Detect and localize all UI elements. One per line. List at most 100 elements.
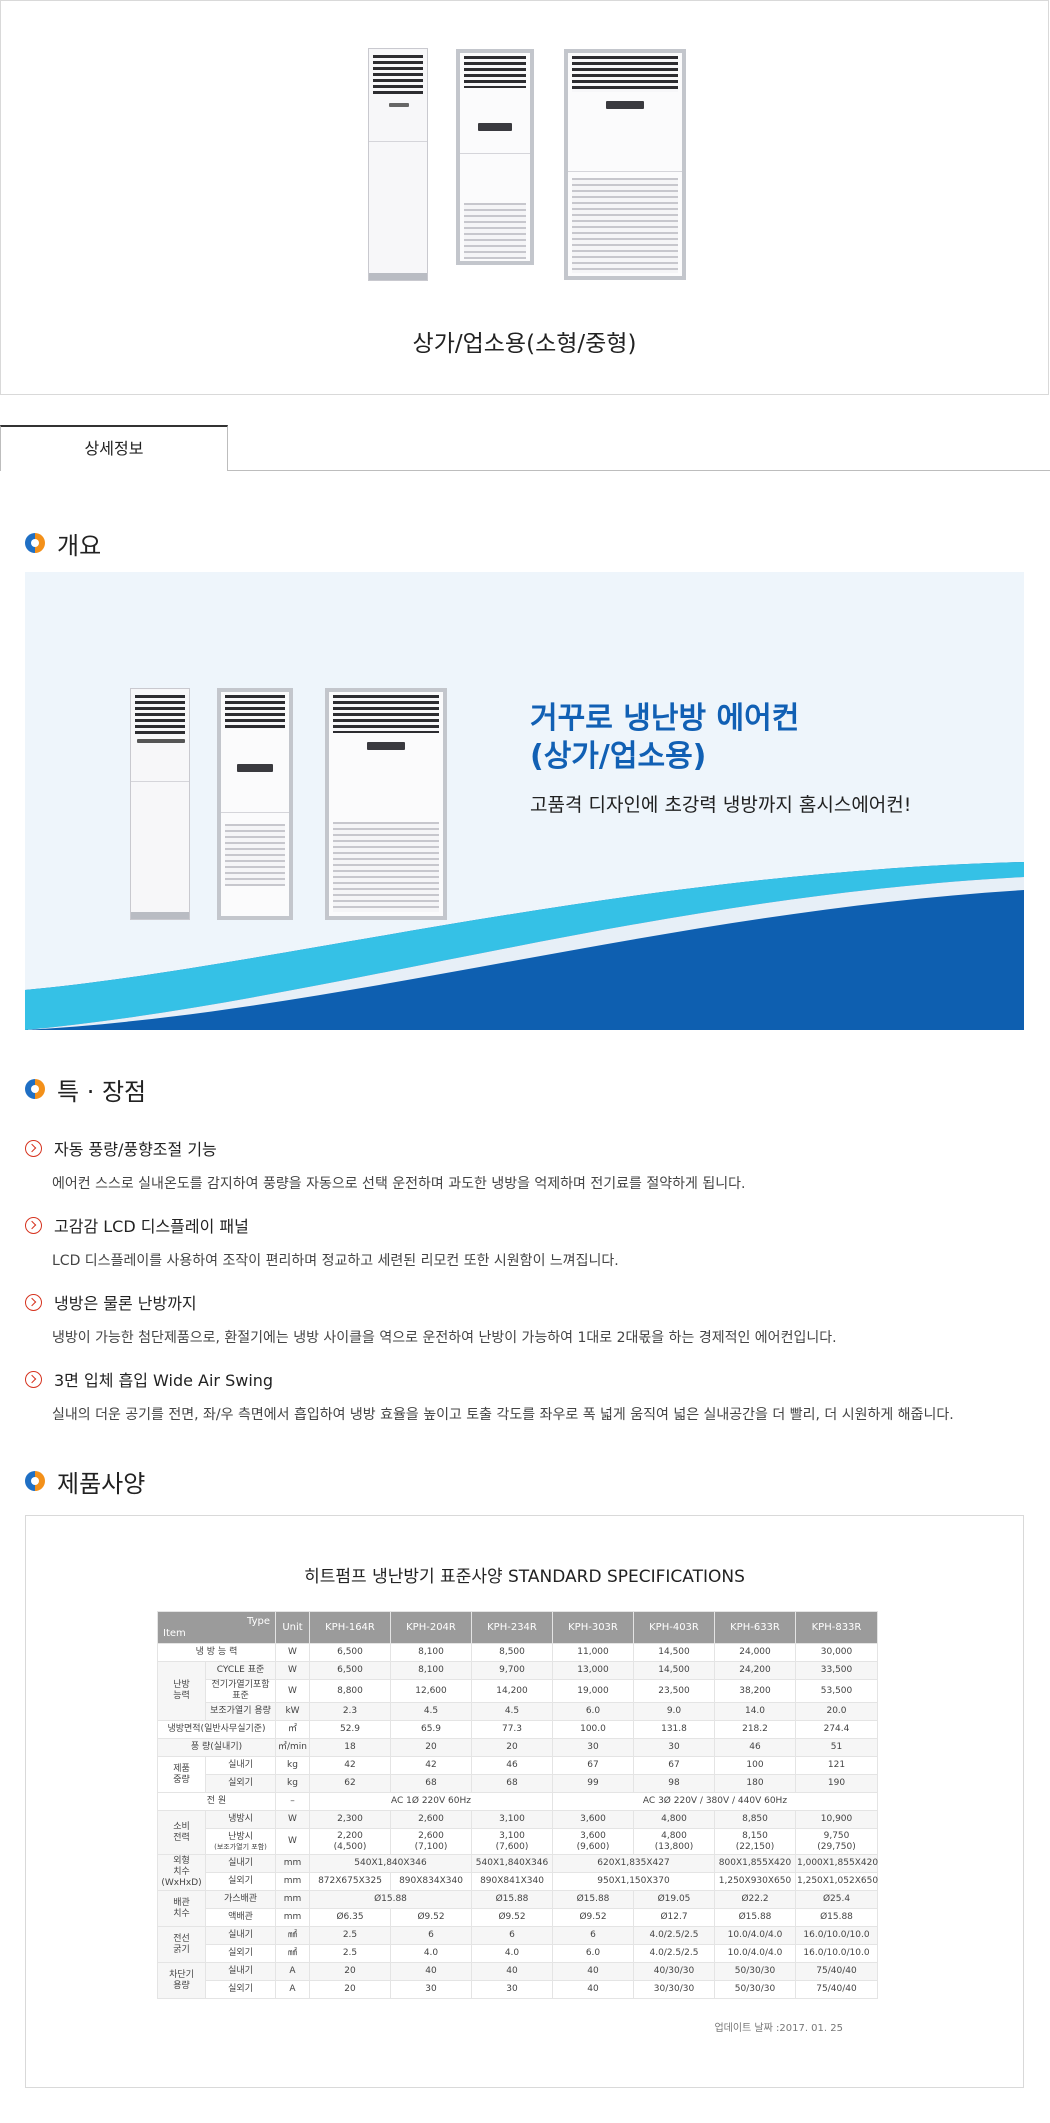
cell-value: 9,750 (29,750) xyxy=(795,1828,878,1855)
cell-value: 62 xyxy=(309,1774,391,1793)
cell-value: 4.0/2.5/2.5 xyxy=(633,1926,715,1945)
cell-value: 75/40/40 xyxy=(795,1980,878,1999)
cell-value: 6,500 xyxy=(309,1661,391,1680)
row-label: 실외기 xyxy=(205,1872,276,1891)
cell-value: 33,500 xyxy=(795,1661,878,1680)
section-bullet-icon xyxy=(25,1471,45,1491)
header-model: KPH-403R xyxy=(633,1611,715,1644)
feature-desc-2: LCD 디스플레이를 사용하여 조작이 편리하며 정교하고 세련된 리모컨 또한… xyxy=(52,1253,619,1269)
cell-unit: A xyxy=(275,1980,310,1999)
cell-value: 121 xyxy=(795,1756,878,1775)
row-label: 액배관 xyxy=(205,1908,276,1927)
cell-value: 2,300 xyxy=(309,1810,391,1829)
feature-title-text: 자동 풍량/풍향조절 기능 xyxy=(54,1140,217,1159)
cell-value: 30,000 xyxy=(795,1643,878,1662)
cell-value: 1,250X1,052X650 xyxy=(795,1872,878,1891)
cell-value: 10,900 xyxy=(795,1810,878,1829)
row-group-label: 제품 중량 xyxy=(157,1756,206,1793)
cell-value: 540X1,840X346 xyxy=(471,1854,553,1873)
header-model: KPH-234R xyxy=(471,1611,553,1644)
cell-value: 2,200 (4,500) xyxy=(309,1828,391,1855)
cell-value: 50/30/30 xyxy=(714,1980,796,1999)
tab-detail-info[interactable]: 상세정보 xyxy=(0,425,228,471)
cell-value: Ø15.88 xyxy=(471,1890,553,1909)
banner-subtitle: 고품격 디자인에 초강력 냉방까지 홈시스에어컨! xyxy=(530,794,912,816)
table-row: 소비 전력 냉방시 W 2,300 2,600 3,100 3,600 4,80… xyxy=(157,1810,878,1855)
row-label: 실내기 xyxy=(205,1962,276,1981)
cell-value: 1,000X1,855X420 xyxy=(795,1854,878,1873)
cell-unit: kW xyxy=(275,1702,310,1721)
banner-headline-line1: 거꾸로 냉난방 에어컨 xyxy=(530,701,800,736)
cell-value: 40 xyxy=(552,1962,634,1981)
banner-headline-line2: (상가/업소용) xyxy=(530,739,707,774)
table-row: 보조가열기 용량 kW 2.3 4.5 4.5 6.0 9.0 14.0 20.… xyxy=(158,1702,878,1721)
cell-unit: mm xyxy=(275,1854,310,1873)
cell-value: 100.0 xyxy=(552,1720,634,1739)
product-caption: 상가/업소용(소형/중형) xyxy=(412,331,637,357)
chevron-circle-icon xyxy=(25,1370,42,1388)
cell-value: 8,150 (22,150) xyxy=(714,1828,796,1855)
cell-unit: ㎟ xyxy=(275,1926,310,1945)
section-title-text: 개요 xyxy=(57,531,102,560)
cell-value: 20 xyxy=(309,1962,391,1981)
ac-unit-medium-image xyxy=(456,49,534,265)
cell-value: 30/30/30 xyxy=(633,1980,715,1999)
cell-unit: A xyxy=(275,1962,310,1981)
cell-value: Ø19.05 xyxy=(633,1890,715,1909)
cell-value: 8,850 xyxy=(714,1810,796,1829)
cell-value: 9.0 xyxy=(633,1702,715,1721)
row-label: 실외기 xyxy=(205,1980,276,1999)
cell-unit: – xyxy=(275,1792,310,1811)
header-model: KPH-833R xyxy=(795,1611,878,1644)
cell-value: 14,500 xyxy=(633,1643,715,1662)
section-bullet-icon xyxy=(25,533,45,553)
table-row: 난방시 (보조가열기 포함) W 2,200 (4,500) 2,600 (7,… xyxy=(158,1828,878,1855)
feature-desc-4: 실내의 더운 공기를 전면, 좌/우 측면에서 흡입하여 냉방 효율을 높이고 … xyxy=(52,1407,954,1423)
row-label: 풍 량(실내기) xyxy=(157,1738,276,1757)
table-row: 외형 치수 (WxHxD) 실내기 mm 540X1,840X346 540X1… xyxy=(157,1854,878,1891)
cell-value: 6.0 xyxy=(552,1944,634,1963)
cell-value: 53,500 xyxy=(795,1679,878,1703)
table-row: 냉 방 능 력 W 6,500 8,100 8,500 11,000 14,50… xyxy=(157,1643,878,1662)
header-model: KPH-633R xyxy=(714,1611,796,1644)
cell-unit: W xyxy=(275,1679,310,1703)
cell-value: 2.5 xyxy=(309,1926,391,1945)
spec-title: 히트펌프 냉난방기 표준사양 STANDARD SPECIFICATIONS xyxy=(304,1567,745,1587)
cell-value: 30 xyxy=(471,1980,553,1999)
section-title-text: 제품사양 xyxy=(57,1469,146,1498)
row-label: 실외기 xyxy=(205,1774,276,1793)
cell-value: 23,500 xyxy=(633,1679,715,1703)
cell-value: 24,000 xyxy=(714,1643,796,1662)
cell-value: 67 xyxy=(552,1756,634,1775)
row-label: 냉 방 능 력 xyxy=(157,1643,276,1662)
cell-value: 950X1,150X370 xyxy=(552,1872,715,1891)
cell-value: 4,800 (13,800) xyxy=(633,1828,715,1855)
header-item: Item xyxy=(163,1628,186,1639)
wave-background xyxy=(25,862,1024,1030)
cell-unit: W xyxy=(275,1661,310,1680)
cell-value: 1,250X930X650 xyxy=(714,1872,796,1891)
cell-value: 20.0 xyxy=(795,1702,878,1721)
table-row: 차단기 용량 실내기 A 20 40 40 40 40/30/30 50/30/… xyxy=(157,1962,878,1999)
cell-value: 11,000 xyxy=(552,1643,634,1662)
cell-value: 890X841X340 xyxy=(471,1872,553,1891)
cell-unit: mm xyxy=(275,1890,310,1909)
row-label: 실내기 xyxy=(205,1756,276,1775)
cell-value: 67 xyxy=(633,1756,715,1775)
cell-value: 12,600 xyxy=(390,1679,472,1703)
update-date: 업데이트 날짜 :2017. 01. 25 xyxy=(714,2023,843,2034)
cell-value: 3,100 xyxy=(471,1810,553,1829)
header-model: KPH-303R xyxy=(552,1611,634,1644)
cell-value: Ø22.2 xyxy=(714,1890,796,1909)
row-label: 실내기 xyxy=(205,1854,276,1873)
cell-value: 30 xyxy=(390,1980,472,1999)
cell-value: 4,800 xyxy=(633,1810,715,1829)
cell-value: 6,500 xyxy=(309,1643,391,1662)
table-row: 전기가열기포함 표준 W 8,800 12,600 14,200 19,000 … xyxy=(158,1679,878,1703)
cell-value: 4.0 xyxy=(390,1944,472,1963)
cell-value: 16.0/10.0/10.0 xyxy=(795,1926,878,1945)
cell-value: 40 xyxy=(390,1962,472,1981)
cell-unit: W xyxy=(275,1643,310,1662)
cell-value: Ø9.52 xyxy=(471,1908,553,1927)
cell-unit: kg xyxy=(275,1774,310,1793)
